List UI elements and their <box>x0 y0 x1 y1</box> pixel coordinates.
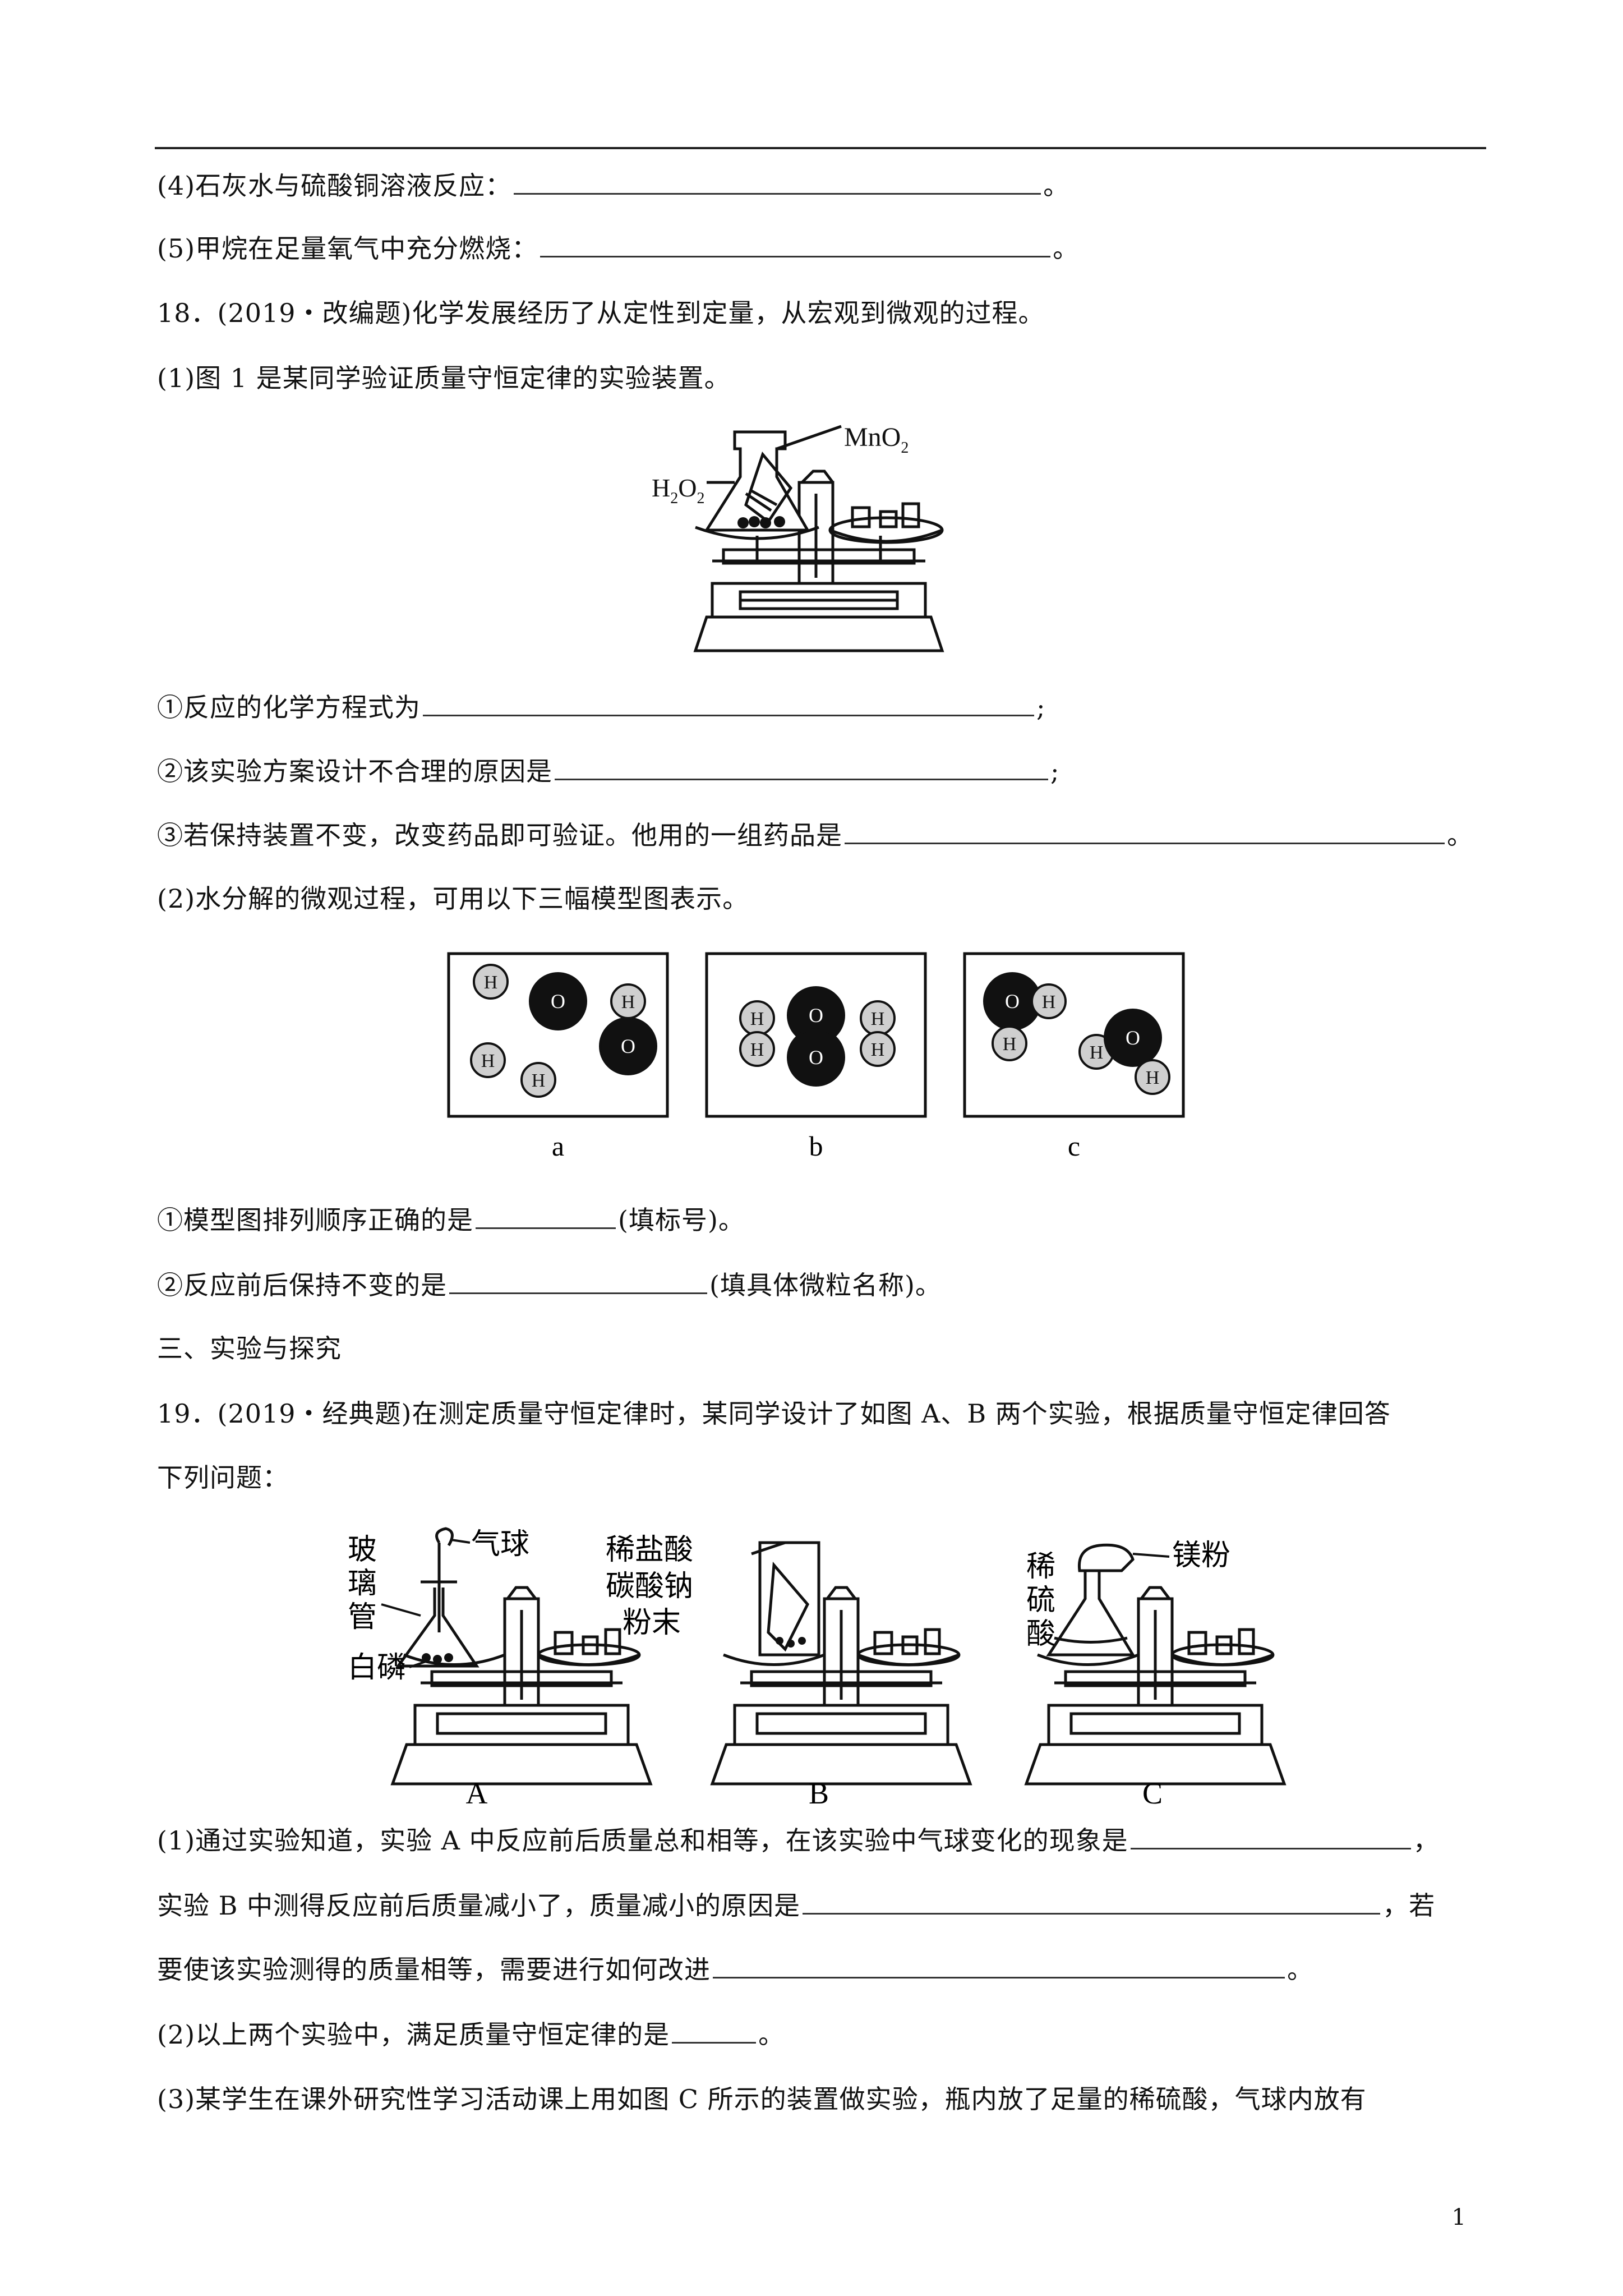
answer-blank[interactable] <box>845 818 1445 844</box>
oxygen-atom: O <box>787 1028 845 1087</box>
model-box-b <box>705 952 927 1118</box>
question-19-1: (1)通过实验知道，实验 A 中反应前后质量总和相等，在该实验中气球变化的现象是… <box>157 1823 1440 1857</box>
white-phosphorus-label: 白磷 <box>348 1652 406 1684</box>
header-rule <box>155 147 1486 149</box>
model-box-c <box>963 952 1185 1118</box>
question-18-2-a: ①模型图排列顺序正确的是(填标号)。 <box>157 1203 745 1237</box>
figure-2-balances: 玻 璃 管 气球 白磷 稀盐酸 碳酸钠 粉末 稀 硫 酸 镁粉 A B C <box>348 1527 1287 1810</box>
svg-text:硫: 硫 <box>1026 1585 1055 1617</box>
sodium-carbonate-label: 碳酸钠 <box>606 1571 693 1603</box>
question-18-1-c: ③若保持装置不变，改变药品即可验证。他用的一组药品是。 <box>157 818 1473 852</box>
oxygen-atom: O <box>1104 1009 1162 1067</box>
model-label-c: c <box>1068 1130 1080 1161</box>
answer-blank[interactable] <box>672 2017 757 2044</box>
mno2-label: MnO2 <box>844 422 909 457</box>
svg-text:H: H <box>481 1051 495 1071</box>
page-number: 1 <box>1451 2205 1466 2230</box>
svg-text:H: H <box>1042 992 1056 1013</box>
balloon-label: 气球 <box>471 1529 529 1561</box>
oxygen-atom: O <box>983 972 1041 1030</box>
question-18-2-b: ②反应前后保持不变的是(填具体微粒名称)。 <box>157 1268 942 1302</box>
model-label-a: a <box>552 1130 564 1161</box>
hydrogen-atom: H <box>1135 1059 1170 1095</box>
svg-text:O: O <box>551 990 565 1013</box>
svg-text:O: O <box>809 1046 823 1069</box>
hydrogen-atom: H <box>860 1000 896 1036</box>
question-19-3: (3)某学生在课外研究性学习活动课上用如图 C 所示的装置做实验，瓶内放了足量的… <box>157 2084 1367 2114</box>
question-19-1-c: 要使该实验测得的质量相等，需要进行如何改进。 <box>157 1952 1313 1986</box>
hydrogen-atom: H <box>473 964 509 1000</box>
svg-text:粉末: 粉末 <box>623 1607 681 1639</box>
question-19: 19．(2019・经典题)在测定质量守恒定律时，某同学设计了如图 A、B 两个实… <box>157 1398 1391 1429</box>
answer-blank[interactable] <box>449 1268 707 1294</box>
question-19-2: (2)以上两个实验中，满足质量守恒定律的是。 <box>157 2017 785 2051</box>
magnesium-powder-label: 镁粉 <box>1172 1540 1230 1572</box>
figure-label-c: C <box>1142 1777 1163 1810</box>
question-18-1-b: ②该实验方案设计不合理的原因是; <box>157 754 1060 788</box>
svg-text:璃: 璃 <box>348 1568 377 1600</box>
answer-blank[interactable] <box>540 231 1051 257</box>
model-box-a <box>447 952 669 1118</box>
answer-blank[interactable] <box>1130 1823 1411 1849</box>
question-18-part-2: (2)水分解的微观过程，可用以下三幅模型图表示。 <box>157 884 749 914</box>
figure-label-b: B <box>809 1777 829 1810</box>
svg-text:O: O <box>809 1004 823 1027</box>
svg-text:H: H <box>484 972 498 993</box>
hydrogen-atom: H <box>739 1031 775 1067</box>
figure-1-balance: MnO2 H2O2 <box>652 422 944 652</box>
question-19-1-b: 实验 B 中测得反应前后质量减小了，质量减小的原因是，若 <box>157 1888 1435 1922</box>
oxygen-atom: O <box>787 986 845 1045</box>
question-19-cont: 下列问题： <box>157 1462 289 1493</box>
hydrogen-atom: H <box>610 983 646 1019</box>
svg-text:H: H <box>1003 1034 1017 1055</box>
svg-text:酸: 酸 <box>1026 1618 1055 1650</box>
dilute-hcl-label: 稀盐酸 <box>606 1534 693 1566</box>
hydrogen-atom: H <box>520 1062 556 1098</box>
hydrogen-atom: H <box>860 1031 896 1067</box>
answer-blank[interactable] <box>713 1952 1285 1978</box>
hydrogen-atom: H <box>470 1042 506 1078</box>
svg-text:H: H <box>621 992 635 1013</box>
svg-text:H: H <box>532 1070 546 1091</box>
section-3-heading: 三、实验与探究 <box>157 1333 342 1364</box>
model-label-b: b <box>809 1130 823 1161</box>
h2o2-label: H2O2 <box>652 473 704 507</box>
hydrogen-atom: H <box>1031 983 1067 1019</box>
answer-blank[interactable] <box>423 690 1034 716</box>
answer-blank[interactable] <box>803 1888 1381 1915</box>
figure-label-a: A <box>466 1777 488 1810</box>
question-18-1-a: ①反应的化学方程式为; <box>157 690 1046 724</box>
answer-blank[interactable] <box>514 168 1041 195</box>
svg-text:O: O <box>621 1035 635 1057</box>
svg-text:H: H <box>871 1039 885 1060</box>
text-line-5: (5)甲烷在足量氧气中充分燃烧：。 <box>157 231 1079 265</box>
hydrogen-atom: H <box>992 1025 1027 1061</box>
oxygen-atom: O <box>529 972 587 1030</box>
answer-blank[interactable] <box>476 1203 616 1229</box>
oxygen-atom: O <box>599 1017 657 1075</box>
question-18-part-1: (1)图 1 是某同学验证质量守恒定律的实验装置。 <box>157 363 731 393</box>
svg-text:H: H <box>750 1039 764 1060</box>
svg-text:H: H <box>871 1009 885 1029</box>
glass-tube-label: 玻 <box>348 1534 377 1566</box>
svg-text:管: 管 <box>348 1602 377 1634</box>
svg-text:H: H <box>1146 1068 1160 1088</box>
svg-text:O: O <box>1126 1027 1140 1049</box>
answer-blank[interactable] <box>555 754 1048 780</box>
question-18: 18．(2019・改编题)化学发展经历了从定性到定量，从宏观到微观的过程。 <box>157 298 1045 328</box>
svg-text:O: O <box>1005 990 1020 1013</box>
dilute-sulfuric-label: 稀 <box>1026 1551 1055 1583</box>
svg-text:H: H <box>1090 1042 1104 1063</box>
text-line-4: (4)石灰水与硫酸铜溶液反应：。 <box>157 168 1069 203</box>
svg-text:H: H <box>750 1009 764 1029</box>
hydrogen-atom: H <box>739 1000 775 1036</box>
